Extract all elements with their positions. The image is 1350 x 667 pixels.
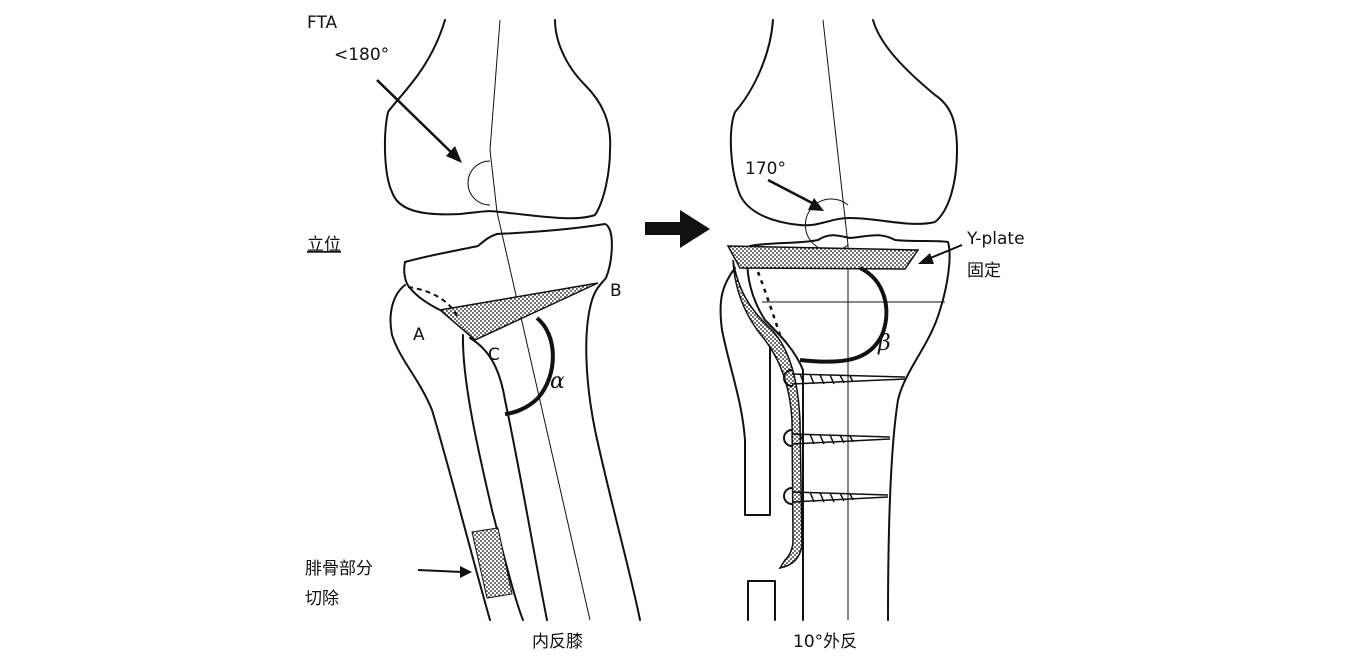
left-knee-varus: FTA <180° 立位 A B C α 腓骨部分 切除 内反膝 (305, 13, 641, 652)
varus-caption: 内反膝 (532, 632, 583, 652)
transition-arrow-icon (645, 210, 710, 248)
alpha-angle-arc (504, 316, 555, 416)
standing-label: 立位 (307, 235, 341, 255)
left-tibia-inner-edge (469, 337, 548, 621)
left-mechanical-axis (489, 19, 591, 621)
right-mechanical-axis (822, 19, 849, 620)
point-c-label: C (488, 345, 500, 365)
plate-arrow-head-icon (918, 253, 934, 264)
point-b-label: B (610, 281, 622, 301)
right-fibula (719, 267, 771, 516)
left-femur-outline (383, 19, 612, 220)
dashed-osteotomy-line (407, 286, 459, 319)
wedge-resection (438, 282, 599, 341)
beta-angle-arc (799, 266, 889, 364)
y-plate-shaft (732, 259, 803, 570)
fta-arrow (376, 79, 456, 157)
fta-label: FTA (307, 13, 338, 33)
screw-3 (783, 487, 889, 505)
beta-angle-label: β (877, 331, 891, 356)
screw-1 (783, 369, 906, 387)
screws (783, 369, 906, 505)
right-lower-fibula-stub (747, 580, 776, 621)
fta-angle-arc (467, 160, 491, 206)
fta-value: <180° (334, 45, 389, 65)
y-plate-label: Y-plate (966, 229, 1025, 249)
left-fibula-outer (389, 284, 491, 621)
left-tibia-medial-edge (403, 261, 441, 311)
fibula-arrow-head-icon (460, 566, 472, 578)
screw-2 (783, 429, 891, 447)
right-femur-outline (729, 19, 958, 227)
angle-170-label: 170° (745, 159, 786, 179)
angle-170-arrow (767, 178, 817, 207)
fibula-resection-segment (471, 527, 513, 599)
left-fibula-inner (461, 334, 524, 621)
fibula-arrow (417, 569, 463, 573)
right-tibia-left-edge (746, 249, 804, 371)
left-tibia-plateau (404, 223, 641, 621)
fibula-resection-label-2: 切除 (305, 589, 339, 609)
fixation-label: 固定 (967, 261, 1001, 281)
right-knee-corrected: 170° Y-plate 固定 β 10°外反 (719, 19, 1025, 652)
point-a-label: A (413, 325, 425, 345)
plate-arrow (927, 244, 963, 260)
valgus-caption: 10°外反 (793, 632, 857, 652)
alpha-angle-label: α (550, 369, 565, 394)
fta-arrow-head-icon (446, 146, 462, 163)
fibula-resection-label-1: 腓骨部分 (305, 559, 373, 579)
angle-170-arrow-head-icon (808, 198, 824, 211)
right-tibia-plateau (749, 234, 951, 621)
y-plate-top (726, 245, 920, 270)
